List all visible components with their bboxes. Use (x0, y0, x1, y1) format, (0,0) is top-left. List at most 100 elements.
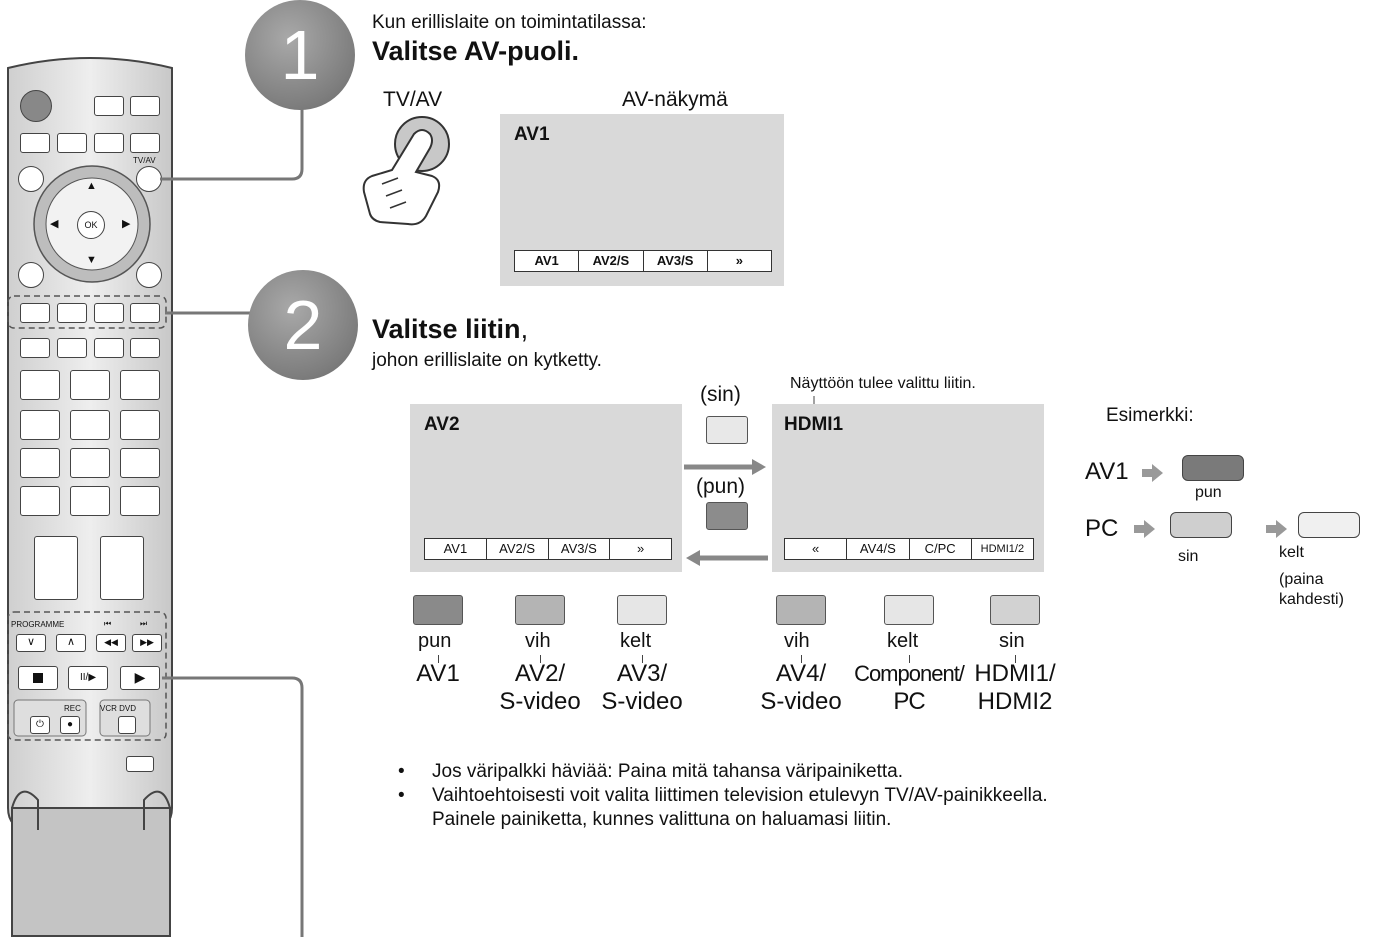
note-item: • Vaihtoehtoisesti voit valita liittimen… (398, 784, 1062, 832)
programme-down-button[interactable]: ∨ (16, 634, 46, 652)
input-option[interactable]: HDMI1/2 (980, 543, 1025, 555)
legend-input-line2: S-video (601, 688, 683, 715)
next-page-icon[interactable]: » (637, 541, 645, 556)
legend-input-line1: AV2/ (514, 660, 566, 687)
remote-circle-button[interactable] (18, 166, 44, 192)
remote-button[interactable] (130, 96, 160, 116)
number-button[interactable] (70, 410, 110, 440)
fast-forward-button[interactable]: ▶▶ (132, 634, 162, 652)
rewind-button[interactable]: ◀◀ (96, 634, 126, 652)
legend-input-line2: HDMI2 (977, 688, 1053, 715)
power-icon[interactable]: ⏻ (30, 716, 50, 734)
number-button[interactable] (120, 448, 160, 478)
legend-tick (801, 655, 802, 663)
legend-input-line1: Component/ (854, 661, 965, 686)
vcr-dvd-switch[interactable] (118, 716, 136, 734)
input-option[interactable]: C/PC (910, 539, 972, 559)
hdmi1-screen: HDMI1 « AV4/S C/PC HDMI1/2 (772, 404, 1044, 572)
number-button[interactable] (20, 410, 60, 440)
input-option-av2s[interactable]: AV2/S (579, 251, 644, 271)
remote-button[interactable] (94, 133, 124, 153)
bullet-icon: • (398, 761, 405, 782)
forward-button-label: (sin) (700, 383, 741, 406)
programme-up-button[interactable]: ∧ (56, 634, 86, 652)
volume-rocker[interactable] (34, 536, 78, 600)
legend-yellow-button-2[interactable] (884, 595, 934, 625)
number-button[interactable] (120, 410, 160, 440)
remote-body (7, 57, 173, 937)
remote-button[interactable] (130, 133, 160, 153)
hdmi1-screen-title: HDMI1 (784, 414, 844, 435)
legend-yellow-button[interactable] (617, 595, 667, 625)
tvav-button-label: TV/AV (383, 88, 443, 111)
left-arrow-icon[interactable]: ◀ (50, 218, 59, 230)
prev-page-icon[interactable]: « (785, 539, 848, 559)
legend-input-line2: S-video (499, 688, 581, 715)
legend-tick (642, 655, 643, 663)
right-arrow-icon[interactable]: ▶ (122, 218, 131, 230)
ok-button[interactable]: OK (77, 211, 105, 239)
bullet-icon: • (398, 785, 405, 806)
yellow-button[interactable] (94, 303, 124, 323)
input-option[interactable]: AV1 (425, 539, 487, 559)
remote-button[interactable] (130, 338, 160, 358)
number-button[interactable] (70, 370, 110, 400)
legend-blue-button[interactable] (990, 595, 1040, 625)
input-option[interactable]: AV4/S (847, 539, 910, 559)
remote-button[interactable] (57, 133, 87, 153)
remote-button[interactable] (94, 96, 124, 116)
remote-tvav-label: TV/AV (133, 156, 156, 165)
legend-tick (909, 655, 910, 663)
rec-button[interactable]: ● (60, 716, 80, 734)
note-text: Vaihtoehtoisesti voit valita liittimen t… (432, 785, 1048, 830)
remote-button[interactable] (20, 133, 50, 153)
note-item: • Jos väripalkki häviää: Paina mitä taha… (398, 760, 1098, 784)
remote-button[interactable] (94, 338, 124, 358)
number-button[interactable] (120, 370, 160, 400)
up-arrow-icon[interactable]: ▲ (86, 180, 97, 192)
example-red-button (1182, 455, 1244, 481)
next-page-icon[interactable]: » (735, 253, 743, 268)
stop-icon (33, 673, 43, 683)
red-button-small[interactable] (706, 502, 748, 530)
red-button[interactable] (20, 303, 50, 323)
legend-input-line1: AV3/ (616, 660, 668, 687)
input-option-av3s[interactable]: AV3/S (644, 251, 708, 271)
legend-input-name: Component/ PC (846, 660, 972, 716)
number-button[interactable] (120, 486, 160, 516)
number-button[interactable] (20, 370, 60, 400)
play-button[interactable]: ▶ (120, 666, 160, 690)
green-button[interactable] (57, 303, 87, 323)
legend-green-button-2[interactable] (776, 595, 826, 625)
input-option-av1[interactable]: AV1 (515, 251, 580, 271)
av2-screen: AV2 AV1 AV2/S AV3/S » (410, 404, 682, 572)
power-button[interactable] (20, 90, 52, 122)
legend-input-line2: S-video (760, 688, 842, 715)
number-button[interactable] (20, 448, 60, 478)
remote-circle-button[interactable] (18, 262, 44, 288)
pause-button[interactable]: II/▶ (68, 666, 108, 690)
legend-input-line1: HDMI1/ (974, 660, 1056, 687)
blue-button-small[interactable] (706, 416, 748, 444)
number-button[interactable] (70, 448, 110, 478)
remote-circle-button[interactable] (136, 262, 162, 288)
legend-red-button[interactable] (413, 595, 463, 625)
example-row2-label: PC (1085, 515, 1119, 542)
number-button[interactable] (70, 486, 110, 516)
remote-button[interactable] (20, 338, 50, 358)
input-option[interactable]: AV3/S (549, 539, 611, 559)
channel-rocker[interactable] (100, 536, 144, 600)
number-button[interactable] (20, 486, 60, 516)
step-1-badge: 1 (245, 0, 355, 110)
rec-label: REC (64, 704, 81, 713)
down-arrow-icon[interactable]: ▼ (86, 254, 97, 266)
hand-pressing-icon (362, 116, 450, 226)
stop-button[interactable] (18, 666, 58, 690)
legend-input-name: AV4/ S-video (751, 660, 851, 716)
remote-button[interactable] (57, 338, 87, 358)
legend-green-button[interactable] (515, 595, 565, 625)
remote-button[interactable] (126, 756, 154, 772)
blue-button[interactable] (130, 303, 160, 323)
note-text: Jos väripalkki häviää: Paina mitä tahans… (432, 761, 904, 782)
input-option[interactable]: AV2/S (487, 539, 549, 559)
